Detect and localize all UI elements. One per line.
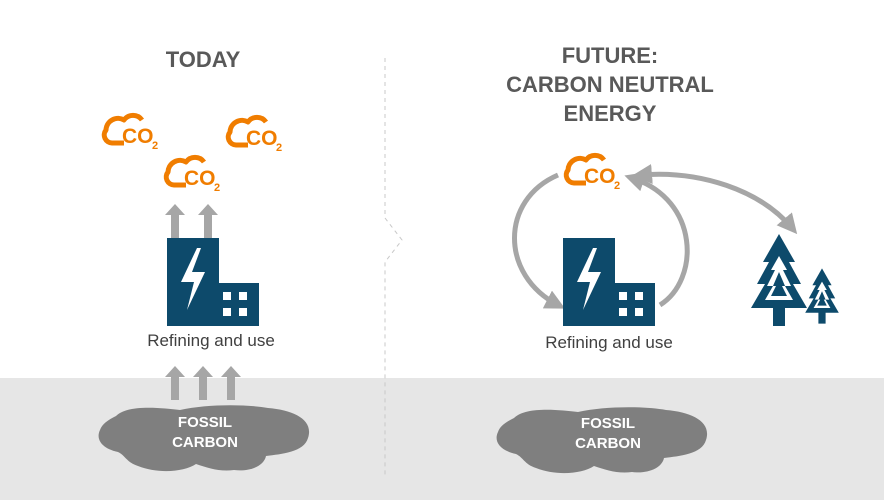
cloud-co2-icon: CO 2: [166, 157, 220, 194]
factory-lightning-icon: [167, 238, 259, 326]
today-fossil-line-1: FOSSIL: [177, 414, 233, 431]
future-title-line-2: CARBON NEUTRAL: [506, 72, 714, 97]
svg-text:CO: CO: [584, 165, 616, 188]
svg-text:2: 2: [214, 182, 220, 194]
today-title: TODAY: [165, 47, 241, 72]
today-fossil-line-2: CARBON: [172, 434, 238, 451]
future-title-line-3: ENERGY: [563, 101, 657, 126]
today-heading: TODAY: [120, 45, 286, 74]
cycle-arrow-icon: [512, 172, 566, 309]
cycle-arrow-icon: [632, 164, 798, 235]
cloud-co2-icon: CO 2: [104, 115, 158, 152]
future-fossil-line-2: CARBON: [575, 435, 641, 452]
today-factory-caption: Refining and use: [147, 331, 275, 350]
up-arrow-icon: [221, 366, 241, 400]
future-fossil-line-1: FOSSIL: [580, 415, 636, 432]
pine-tree-icon: [805, 268, 839, 324]
future-fossil-label: FOSSIL CARBON: [548, 414, 668, 454]
cloud-co2-icon: CO 2: [566, 155, 620, 192]
up-arrow-icon: [165, 204, 185, 238]
future-heading: FUTURE: CARBON NEUTRAL ENERGY: [470, 41, 750, 128]
panel-divider: [384, 58, 403, 475]
svg-text:2: 2: [276, 142, 282, 154]
up-arrow-icon: [165, 366, 185, 400]
pine-tree-icon: [751, 234, 807, 326]
svg-text:CO: CO: [122, 125, 154, 148]
svg-text:CO: CO: [184, 167, 216, 190]
up-arrow-icon: [198, 204, 218, 238]
factory-lightning-icon: [563, 238, 655, 326]
svg-text:2: 2: [152, 140, 158, 152]
future-factory-caption: Refining and use: [545, 333, 673, 352]
today-fossil-label: FOSSIL CARBON: [145, 413, 265, 453]
cloud-co2-icon: CO 2: [228, 117, 282, 154]
future-title-line-1: FUTURE:: [561, 43, 659, 68]
svg-text:2: 2: [614, 180, 620, 192]
up-arrow-icon: [193, 366, 213, 400]
svg-text:CO: CO: [246, 127, 278, 150]
